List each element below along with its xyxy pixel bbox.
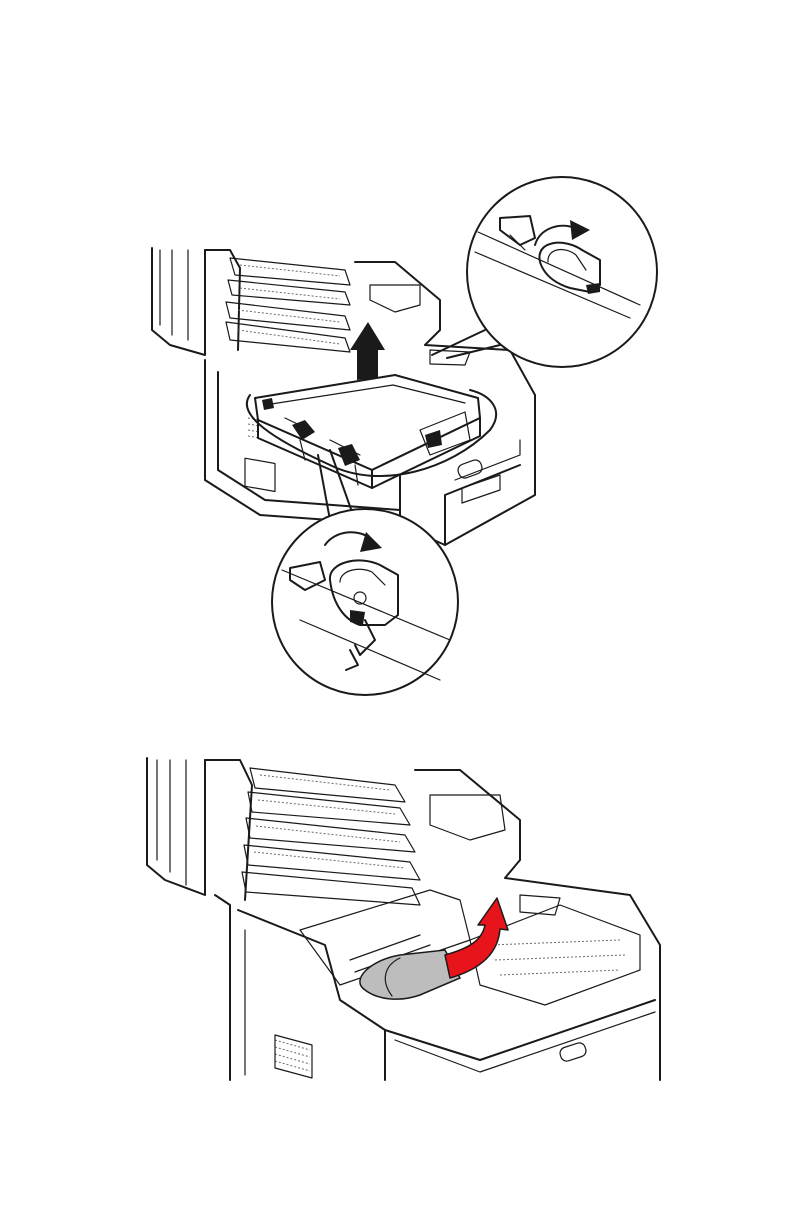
belt-removal-figure [0,150,792,710]
up-arrow-icon [350,322,385,380]
zoom-callout-right [467,177,657,367]
belt-unit [255,375,480,488]
paper-jam-figure [0,745,792,1090]
printer-body-open [147,758,660,1080]
paper-jam-drawing [0,745,792,1090]
zoom-callout-bottom [272,509,458,695]
belt-removal-drawing [0,150,792,710]
